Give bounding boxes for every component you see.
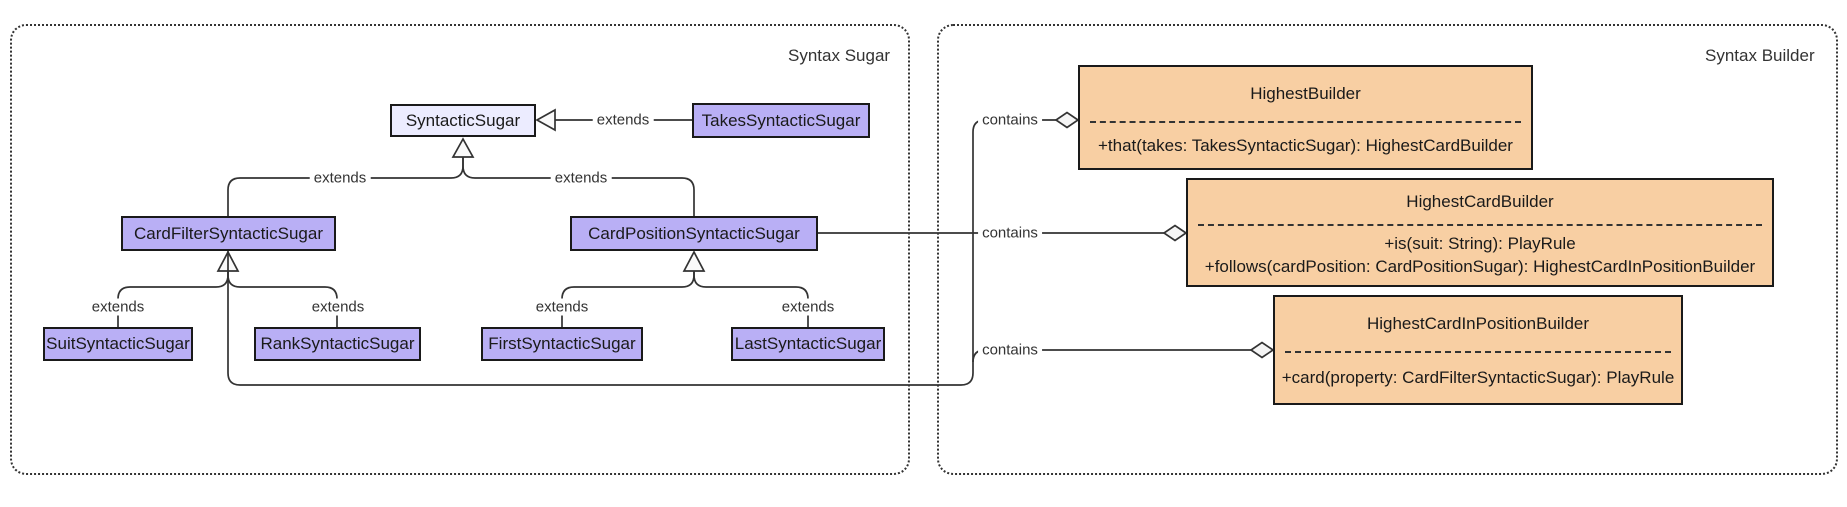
class-method: +card(property: CardFilterSyntacticSugar… [1281, 368, 1675, 387]
inheritance-arrow-icon [535, 108, 556, 132]
class-name: CardPositionSyntacticSugar [588, 223, 800, 243]
class-box-cardpositionsyntacticsugar: CardPositionSyntacticSugar [570, 216, 818, 251]
edge-label-contains: contains [978, 341, 1042, 359]
class-box-ranksyntacticsugar: RankSyntacticSugar [254, 327, 421, 361]
edge-extends-cardposition [462, 157, 695, 216]
aggregation-diamond-icon [1162, 224, 1188, 242]
aggregation-diamond-icon [1054, 111, 1080, 129]
class-name: CardFilterSyntacticSugar [134, 223, 323, 243]
edge-label-contains: contains [978, 224, 1042, 242]
edge-extends-cardfilter [227, 157, 464, 216]
edge-label-extends: extends [531, 298, 593, 316]
class-box-lastsyntacticsugar: LastSyntacticSugar [731, 327, 885, 361]
class-method: +follows(cardPosition: CardPositionSugar… [1204, 257, 1756, 276]
syntax-sugar-section-title: Syntax Sugar [788, 46, 891, 65]
class-name: RankSyntacticSugar [260, 334, 415, 353]
class-compartment-divider [1285, 351, 1671, 353]
syntax-builder-section-title: Syntax Builder [1705, 46, 1815, 65]
class-box-takessyntacticsugar: TakesSyntacticSugar [692, 103, 870, 138]
syntax-sugar-section-frame [10, 24, 910, 475]
class-method: +is(suit: String): PlayRule [1384, 234, 1576, 253]
inheritance-arrow-icon [451, 137, 475, 158]
class-box-suitsyntacticsugar: SuitSyntacticSugar [43, 327, 193, 361]
class-box-syntacticsugar: SyntacticSugar [390, 104, 536, 137]
class-name: HighestCardBuilder [1406, 192, 1554, 211]
edge-label-extends: extends [550, 169, 612, 187]
edge-label-extends: extends [592, 111, 654, 129]
edge-label-extends: extends [307, 298, 369, 316]
syntax-builder-section-frame [937, 24, 1838, 475]
class-box-firstsyntacticsugar: FirstSyntacticSugar [481, 327, 643, 361]
class-name: SyntacticSugar [405, 110, 521, 130]
class-method: +that(takes: TakesSyntacticSugar): Highe… [1098, 135, 1513, 155]
class-compartment-divider [1198, 224, 1762, 226]
edge-extends-first [561, 271, 695, 327]
edge-label-contains: contains [978, 111, 1042, 129]
class-name: HighestCardInPositionBuilder [1366, 314, 1590, 333]
aggregation-diamond-icon [1249, 341, 1275, 359]
class-compartment-divider [1090, 121, 1521, 123]
class-name: HighestBuilder [1250, 84, 1361, 103]
edge-label-extends: extends [309, 169, 371, 187]
class-name: FirstSyntacticSugar [488, 334, 636, 353]
class-name: LastSyntacticSugar [734, 334, 882, 353]
edge-contains-highestbuilder [227, 119, 1056, 386]
edge-label-extends: extends [777, 298, 839, 316]
class-name: TakesSyntacticSugar [701, 110, 861, 130]
class-box-highestbuilder: HighestBuilder +that(takes: TakesSyntact… [1078, 65, 1533, 170]
class-box-highestcardbuilder: HighestCardBuilder +is(suit: String): Pl… [1186, 178, 1774, 287]
inheritance-arrow-icon [682, 250, 706, 272]
class-box-highestcardinpositionbuilder: HighestCardInPositionBuilder +card(prope… [1273, 295, 1683, 405]
edge-label-extends: extends [87, 298, 149, 316]
class-name: SuitSyntacticSugar [46, 334, 190, 353]
edge-extends-last [693, 271, 809, 327]
class-box-cardfiltersyntacticsugar: CardFilterSyntacticSugar [121, 216, 336, 251]
